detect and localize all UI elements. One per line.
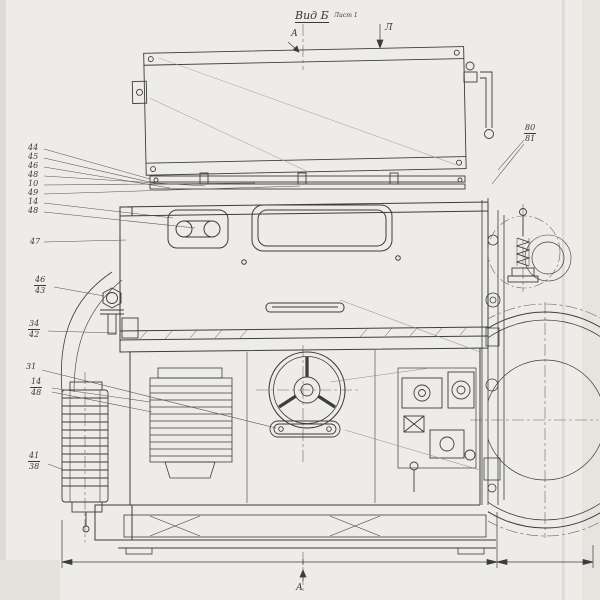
- section-marker-top: А: [291, 29, 298, 39]
- callout-14-48: 14 48: [30, 377, 43, 397]
- pulley-stack: [60, 271, 123, 533]
- view-label: Вид Б: [295, 9, 329, 23]
- callout-34-42-top: 34: [28, 319, 41, 330]
- right-machinery: [397, 367, 477, 492]
- base-frame: [94, 504, 496, 555]
- left-bolt-assembly: [100, 287, 139, 339]
- callout-45: 45: [28, 152, 39, 161]
- callout-47: 47: [30, 237, 41, 246]
- callout-44: 44: [28, 143, 39, 152]
- callout-80-81-top: 80: [524, 123, 537, 134]
- callout-31: 31: [26, 362, 37, 371]
- spring-assembly: [487, 208, 572, 289]
- callout-14-48-bottom: 48: [31, 388, 42, 397]
- leader-lines: [41, 139, 525, 471]
- callout-80-81-bottom: 81: [525, 134, 536, 143]
- callout-46-43: 46 43: [34, 275, 47, 295]
- section-marker-bottom: А: [296, 583, 303, 593]
- slot-plate: [269, 420, 341, 438]
- callout-14-48-top: 14: [30, 377, 43, 388]
- callout-49: 49: [28, 188, 39, 197]
- dimension-lines: [61, 24, 594, 581]
- arrow-label-top: Л: [385, 23, 393, 33]
- motor-ribbed-block: [149, 367, 233, 479]
- sheet-note: Лист 1: [334, 12, 358, 19]
- callout-10: 10: [28, 179, 39, 188]
- construction-lines: [329, 299, 481, 471]
- radiator-fittings: [463, 61, 494, 139]
- flange-hatching: [139, 326, 468, 340]
- flywheel: [488, 303, 600, 537]
- handwheel: [268, 351, 346, 429]
- callout-48b: 48: [28, 206, 39, 215]
- callout-48: 48: [28, 170, 39, 179]
- callout-41-38: 41 38: [28, 451, 41, 471]
- radiator-assembly: [131, 46, 467, 176]
- callout-34-42: 34 42: [28, 319, 41, 339]
- callout-46-43-top: 46: [34, 275, 47, 286]
- callout-34-42-bottom: 42: [29, 330, 40, 339]
- callout-41-38-bottom: 38: [29, 462, 40, 471]
- callout-41-38-top: 41: [28, 451, 41, 462]
- callout-80-81: 80 81: [524, 123, 537, 143]
- callout-14: 14: [28, 197, 39, 206]
- callout-46: 46: [28, 161, 39, 170]
- callout-46-43-bottom: 43: [35, 286, 46, 295]
